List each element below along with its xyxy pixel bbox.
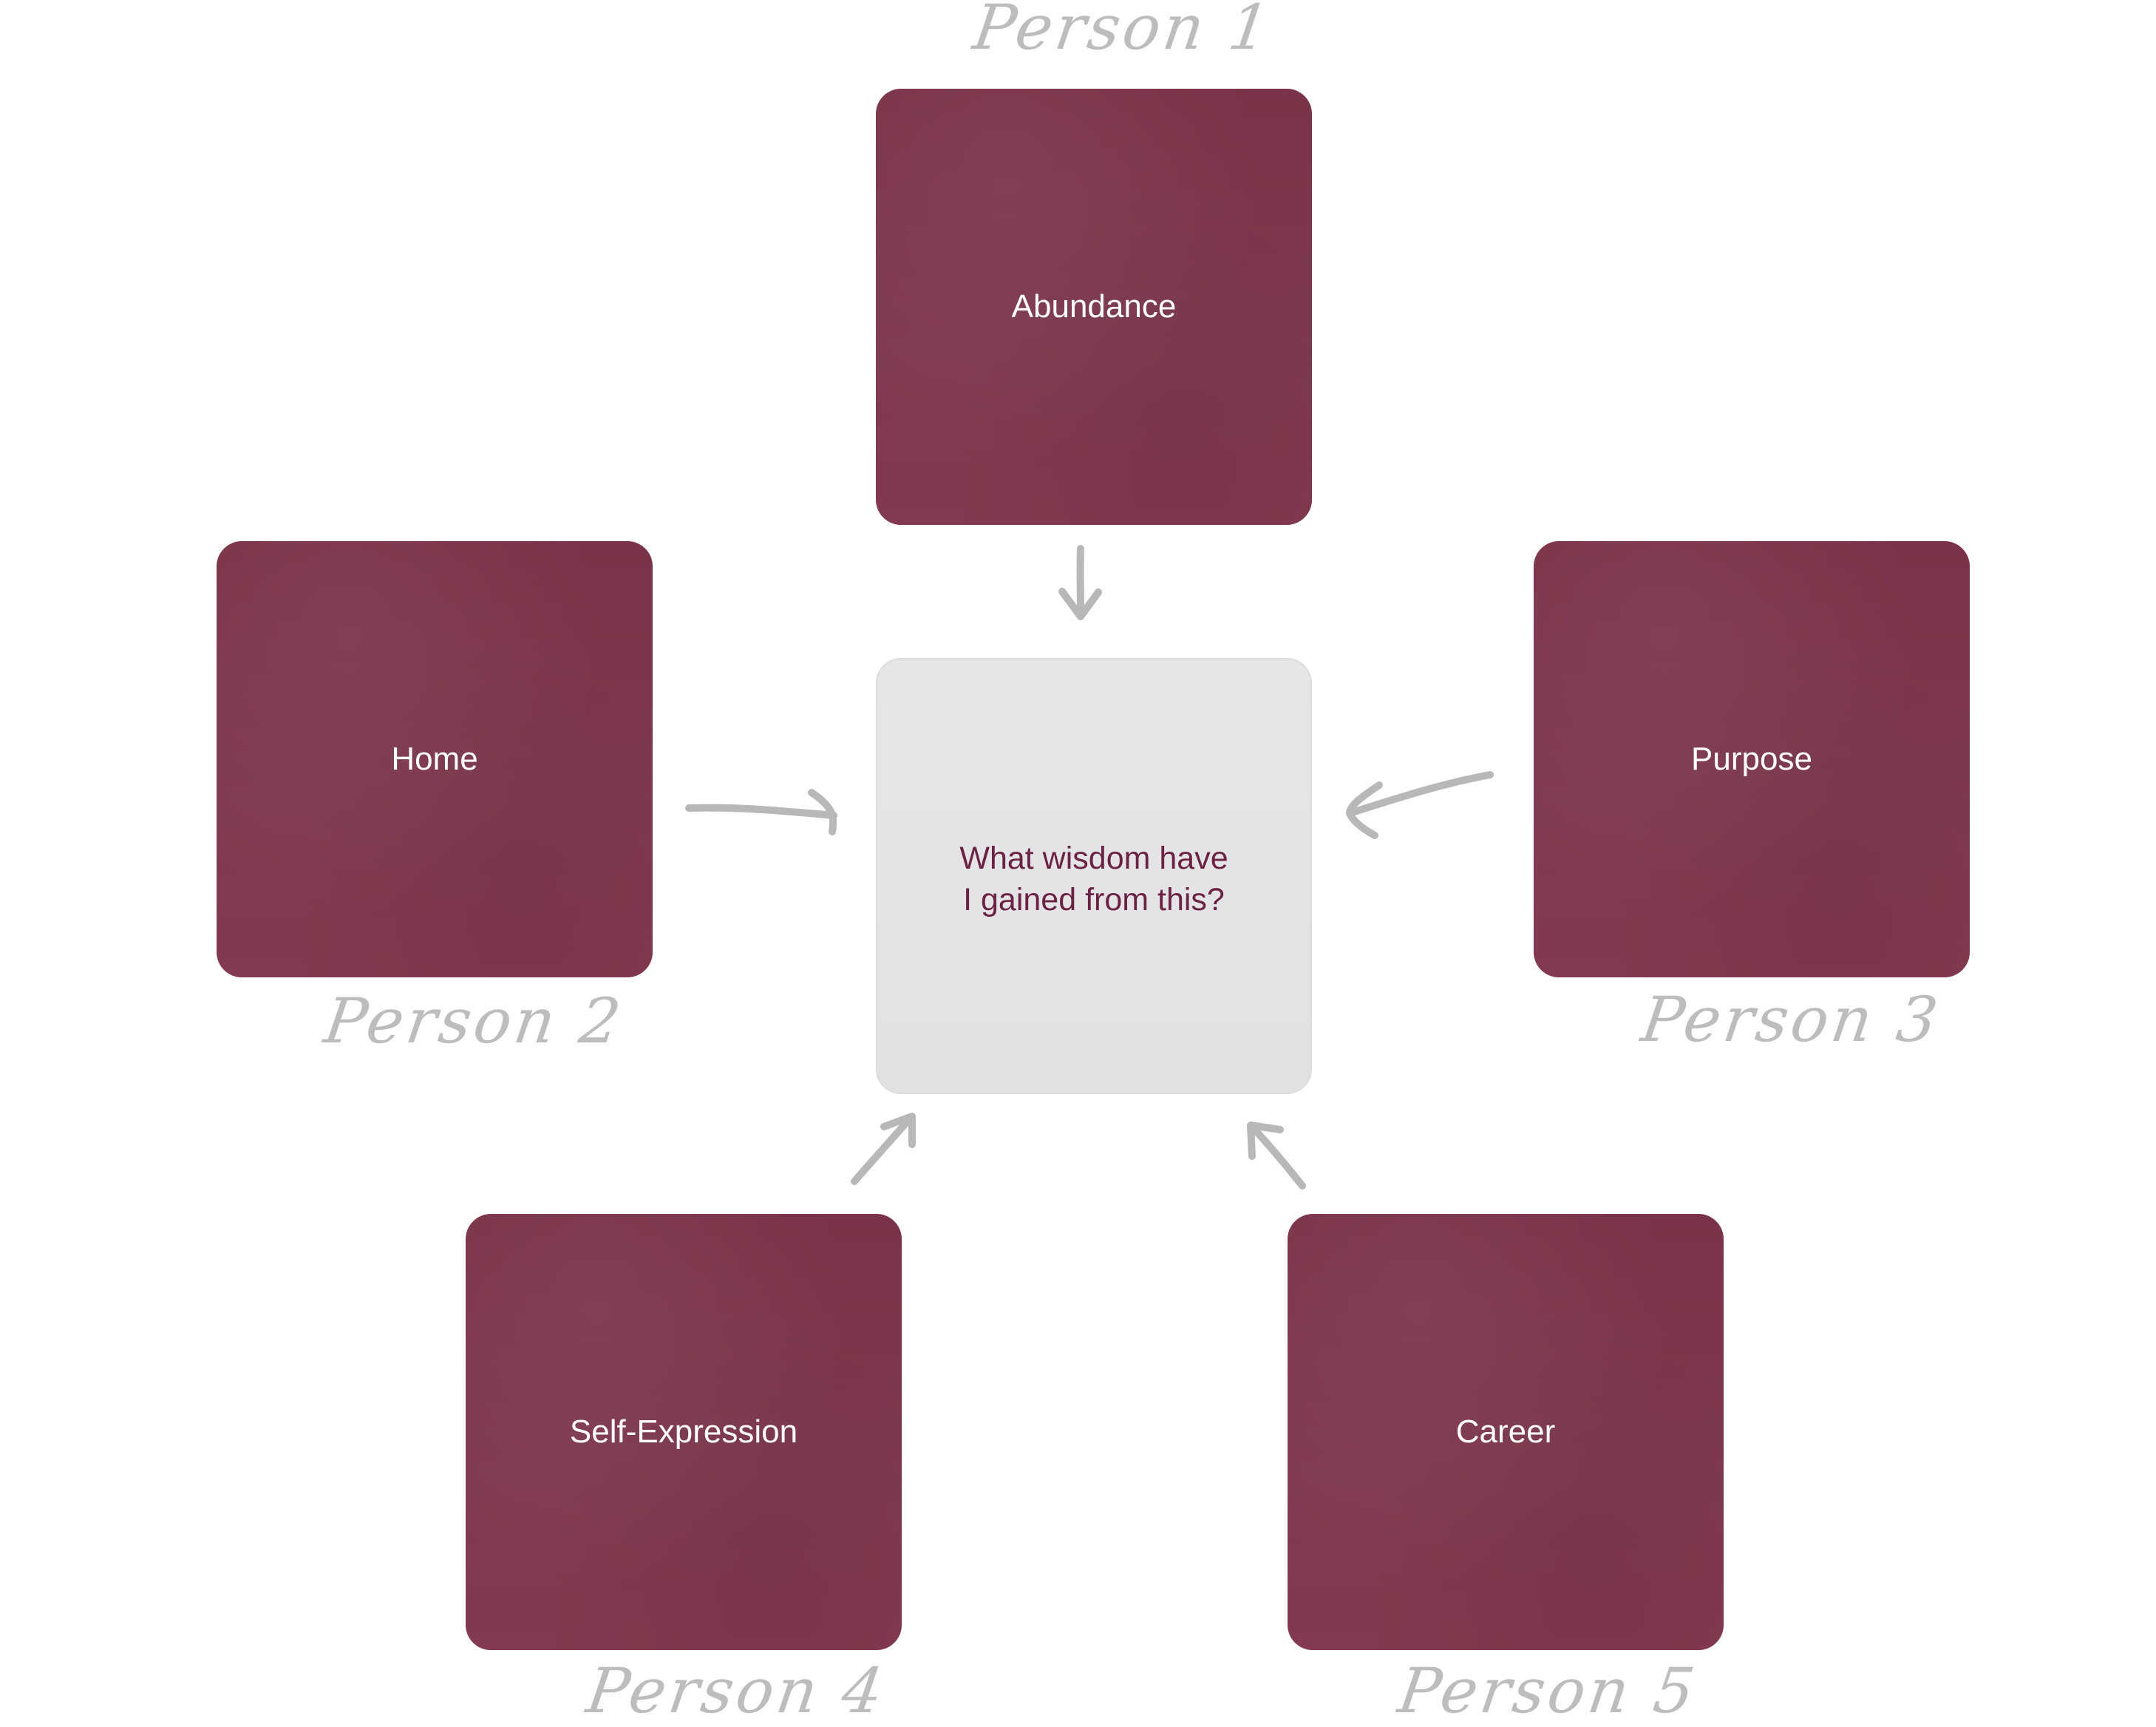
card-purpose-label: Purpose [1691,741,1812,777]
card-abundance-label: Abundance [1011,288,1177,325]
center-question-line-1: What wisdom have [959,841,1228,877]
card-career-label: Career [1455,1414,1556,1450]
card-self-expression: Self-Expression [466,1214,902,1650]
card-home-label: Home [391,741,478,777]
card-self-expression-label: Self-Expression [569,1414,798,1450]
arrow-from-person-3 [1346,771,1494,839]
center-question-card: What wisdom have I gained from this? [876,658,1312,1094]
arrow-from-person-5 [1247,1122,1306,1190]
arrow-from-person-1 [1058,545,1102,620]
card-purpose: Purpose [1534,541,1970,977]
arrow-from-person-2 [685,789,837,835]
center-question-line-2: I gained from this? [963,882,1225,917]
arrow-from-person-4 [851,1113,916,1185]
card-home: Home [217,541,653,977]
card-career: Career [1288,1214,1724,1650]
card-abundance: Abundance [876,89,1312,525]
center-question-text: What wisdom have I gained from this? [959,838,1228,921]
